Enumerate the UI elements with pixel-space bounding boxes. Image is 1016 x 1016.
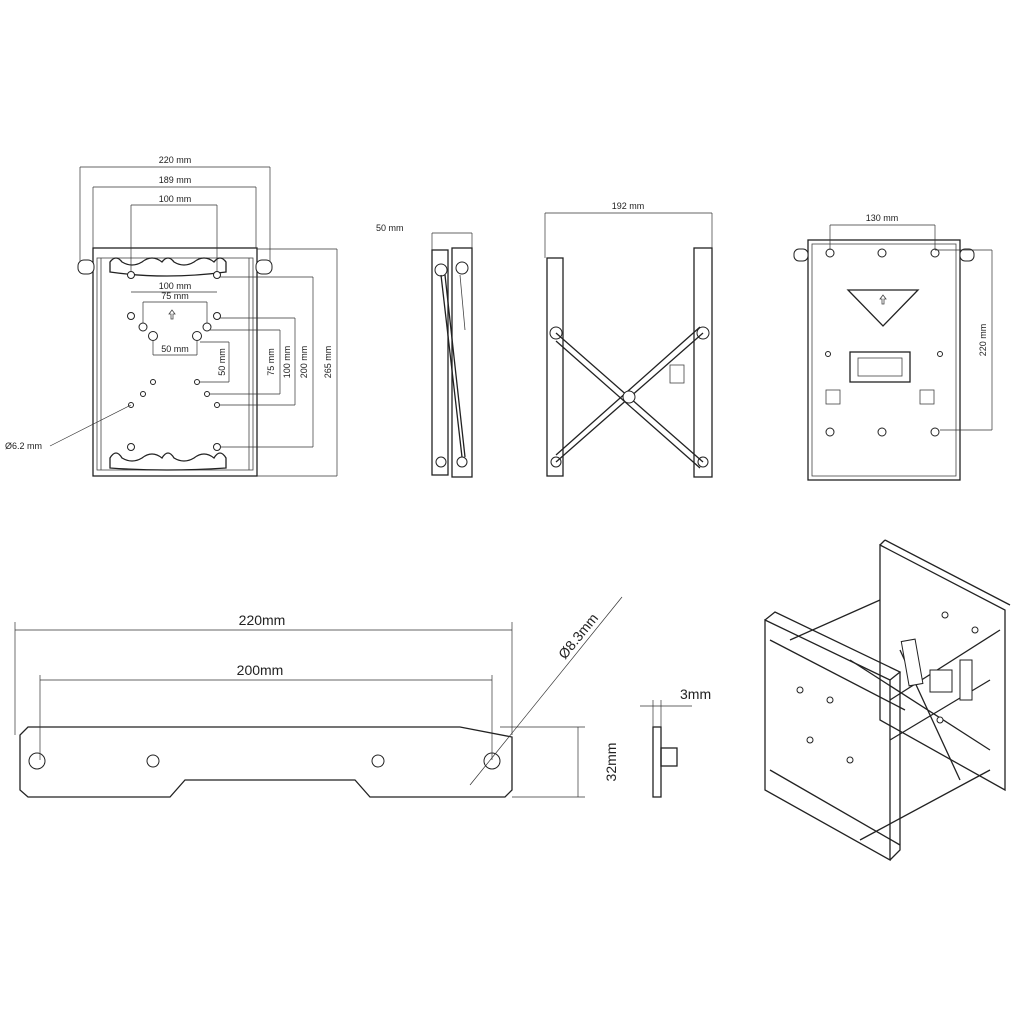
dim-189: 189 mm [159,175,192,185]
dim-100-top: 100 mm [159,194,192,204]
dim-100-v: 100 mm [282,346,292,379]
dim-bar-hole: Ø8.3mm [555,610,601,662]
dim-192: 192 mm [612,201,645,211]
dim-130: 130 mm [866,213,899,223]
dim-hole-6-2: Ø6.2 mm [5,441,42,451]
front-view: 220 mm 189 mm 100 mm 100 mm 75 mm 50 mm … [5,155,338,477]
dim-220-back: 220 mm [978,324,988,357]
dim-50-depth: 50 mm [376,223,404,233]
back-view: 130 mm 220 mm [793,213,993,481]
dim-bar-32: 32mm [603,743,619,782]
dim-220: 220 mm [159,155,192,165]
mounting-bar: 220mm 200mm Ø8.3mm 32mm 3mm [14,596,711,798]
dim-bar-3: 3mm [680,686,711,702]
extended-view: 192 mm [544,201,713,478]
dim-bar-200: 200mm [237,662,284,678]
dim-200-v: 200 mm [299,346,309,379]
dim-75-vesa: 75 mm [161,291,189,301]
side-view: 50 mm [376,223,473,478]
dim-265: 265 mm [323,346,333,379]
dim-75-v: 75 mm [266,348,276,376]
isometric-view [764,539,1011,862]
dim-50-v: 50 mm [217,348,227,376]
dim-50-h: 50 mm [161,344,189,354]
dim-100-vesa: 100 mm [159,281,192,291]
dim-bar-220: 220mm [239,612,286,628]
